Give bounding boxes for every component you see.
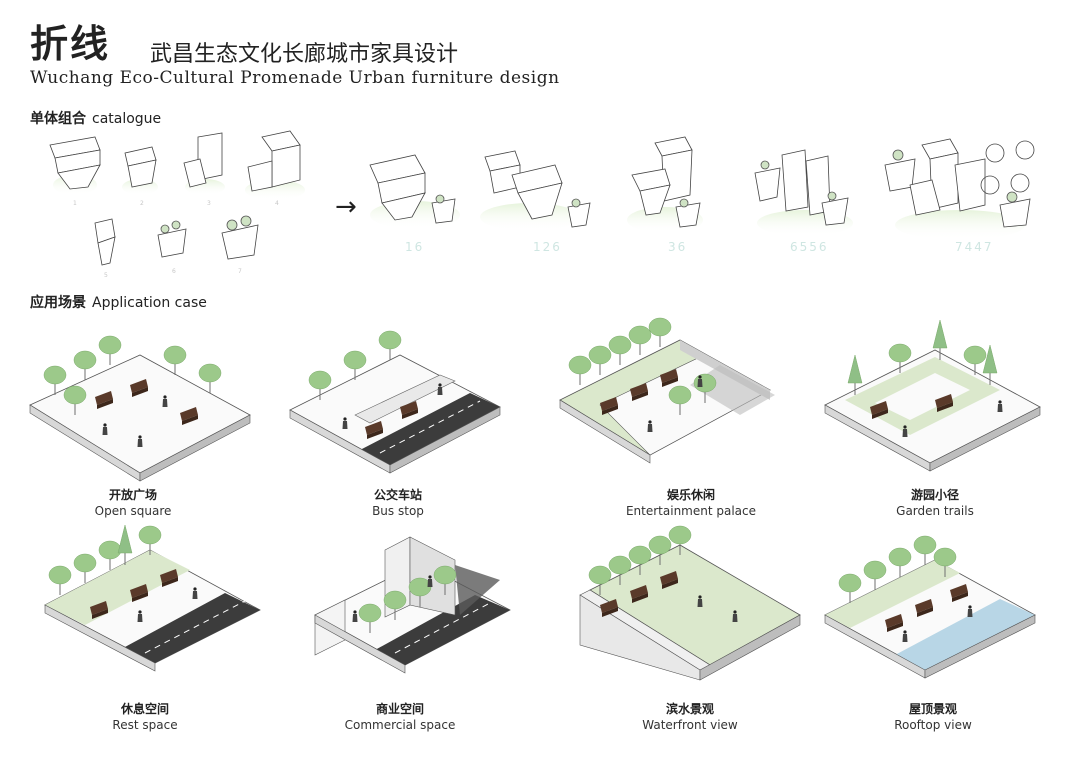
- caption-rooftop: 屋顶景观 Rooftop view: [833, 701, 1033, 733]
- caption-en: Bus stop: [372, 504, 424, 518]
- case-open-square: [29, 335, 251, 482]
- case-entertainment: [559, 317, 775, 464]
- case-commercial: [314, 536, 511, 674]
- unit-number-5: 5: [104, 272, 108, 279]
- caption-en: Rest space: [112, 718, 178, 732]
- caption-en: Garden trails: [896, 504, 974, 518]
- case-rest-space: [44, 524, 261, 672]
- caption-cn: 商业空间: [375, 702, 424, 716]
- application-heading-cn: 应用场景: [30, 295, 86, 311]
- case-waterfront: [579, 525, 801, 681]
- brand-title: 折线: [30, 22, 111, 66]
- catalogue-heading-en: catalogue: [92, 111, 162, 127]
- title-english: Wuchang Eco-Cultural Promenade Urban fur…: [30, 68, 560, 88]
- caption-cn: 娱乐休闲: [666, 488, 715, 502]
- caption-en: Rooftop view: [894, 718, 972, 732]
- unit-number-2: 2: [140, 200, 144, 207]
- case-rooftop: [824, 535, 1036, 679]
- caption-cn: 公交车站: [373, 488, 422, 502]
- case-bus-stop: [289, 330, 501, 474]
- unit-2-seat: [122, 146, 158, 195]
- caption-entertainment: 娱乐休闲 Entertainment palace: [591, 487, 791, 519]
- combo-number-36: 36: [668, 240, 687, 254]
- unit-6-planter: [157, 220, 187, 258]
- unit-number-6: 6: [172, 268, 176, 275]
- application-diagrams: [29, 317, 1041, 681]
- caption-cn: 开放广场: [108, 488, 157, 502]
- caption-cn: 游园小径: [910, 488, 959, 502]
- catalogue-heading: 单体组合 catalogue: [30, 110, 161, 128]
- catalogue-heading-cn: 单体组合: [30, 111, 86, 127]
- caption-cn: 滨水景观: [665, 702, 714, 716]
- case-garden-trails: [824, 319, 1041, 472]
- combo-16: [369, 154, 460, 229]
- catalogue-diagram: 1 2 3 4 5 6 7 →: [49, 130, 1035, 279]
- unit-1-bench: [49, 136, 101, 195]
- caption-waterfront: 滨水景观 Waterfront view: [590, 701, 790, 733]
- combo-number-7447: 7447: [955, 240, 994, 254]
- caption-en: Commercial space: [344, 718, 456, 732]
- unit-3-block: [183, 132, 225, 195]
- combo-7447: [884, 138, 1035, 240]
- caption-open-square: 开放广场 Open square: [33, 487, 233, 519]
- combo-number-16: 16: [405, 240, 424, 254]
- unit-number-1: 1: [73, 200, 77, 207]
- caption-bus-stop: 公交车站 Bus stop: [298, 487, 498, 519]
- application-heading: 应用场景 Application case: [30, 294, 207, 312]
- caption-cn: 休息空间: [120, 702, 169, 716]
- unit-number-7: 7: [238, 268, 242, 275]
- unit-5-post: [94, 218, 116, 266]
- caption-commercial: 商业空间 Commercial space: [300, 701, 500, 733]
- caption-cn: 屋顶景观: [908, 702, 957, 716]
- unit-4-lounge: [245, 130, 305, 200]
- caption-en: Open square: [94, 504, 172, 518]
- unit-7-planter: [221, 215, 259, 260]
- unit-number-4: 4: [275, 200, 279, 207]
- caption-en: Entertainment palace: [625, 504, 757, 518]
- caption-en: Waterfront view: [642, 718, 738, 732]
- combo-6556: [754, 149, 853, 236]
- unit-number-3: 3: [207, 200, 211, 207]
- caption-rest-space: 休息空间 Rest space: [45, 701, 245, 733]
- application-heading-en: Application case: [92, 295, 207, 311]
- combo-126: [480, 150, 591, 231]
- combo-number-6556: 6556: [790, 240, 829, 254]
- title-chinese: 武昌生态文化长廊城市家具设计: [150, 42, 459, 67]
- combo-36: [627, 136, 703, 233]
- caption-garden-trails: 游园小径 Garden trails: [835, 487, 1035, 519]
- arrow-icon: →: [335, 192, 357, 222]
- combo-number-126: 126: [533, 240, 562, 254]
